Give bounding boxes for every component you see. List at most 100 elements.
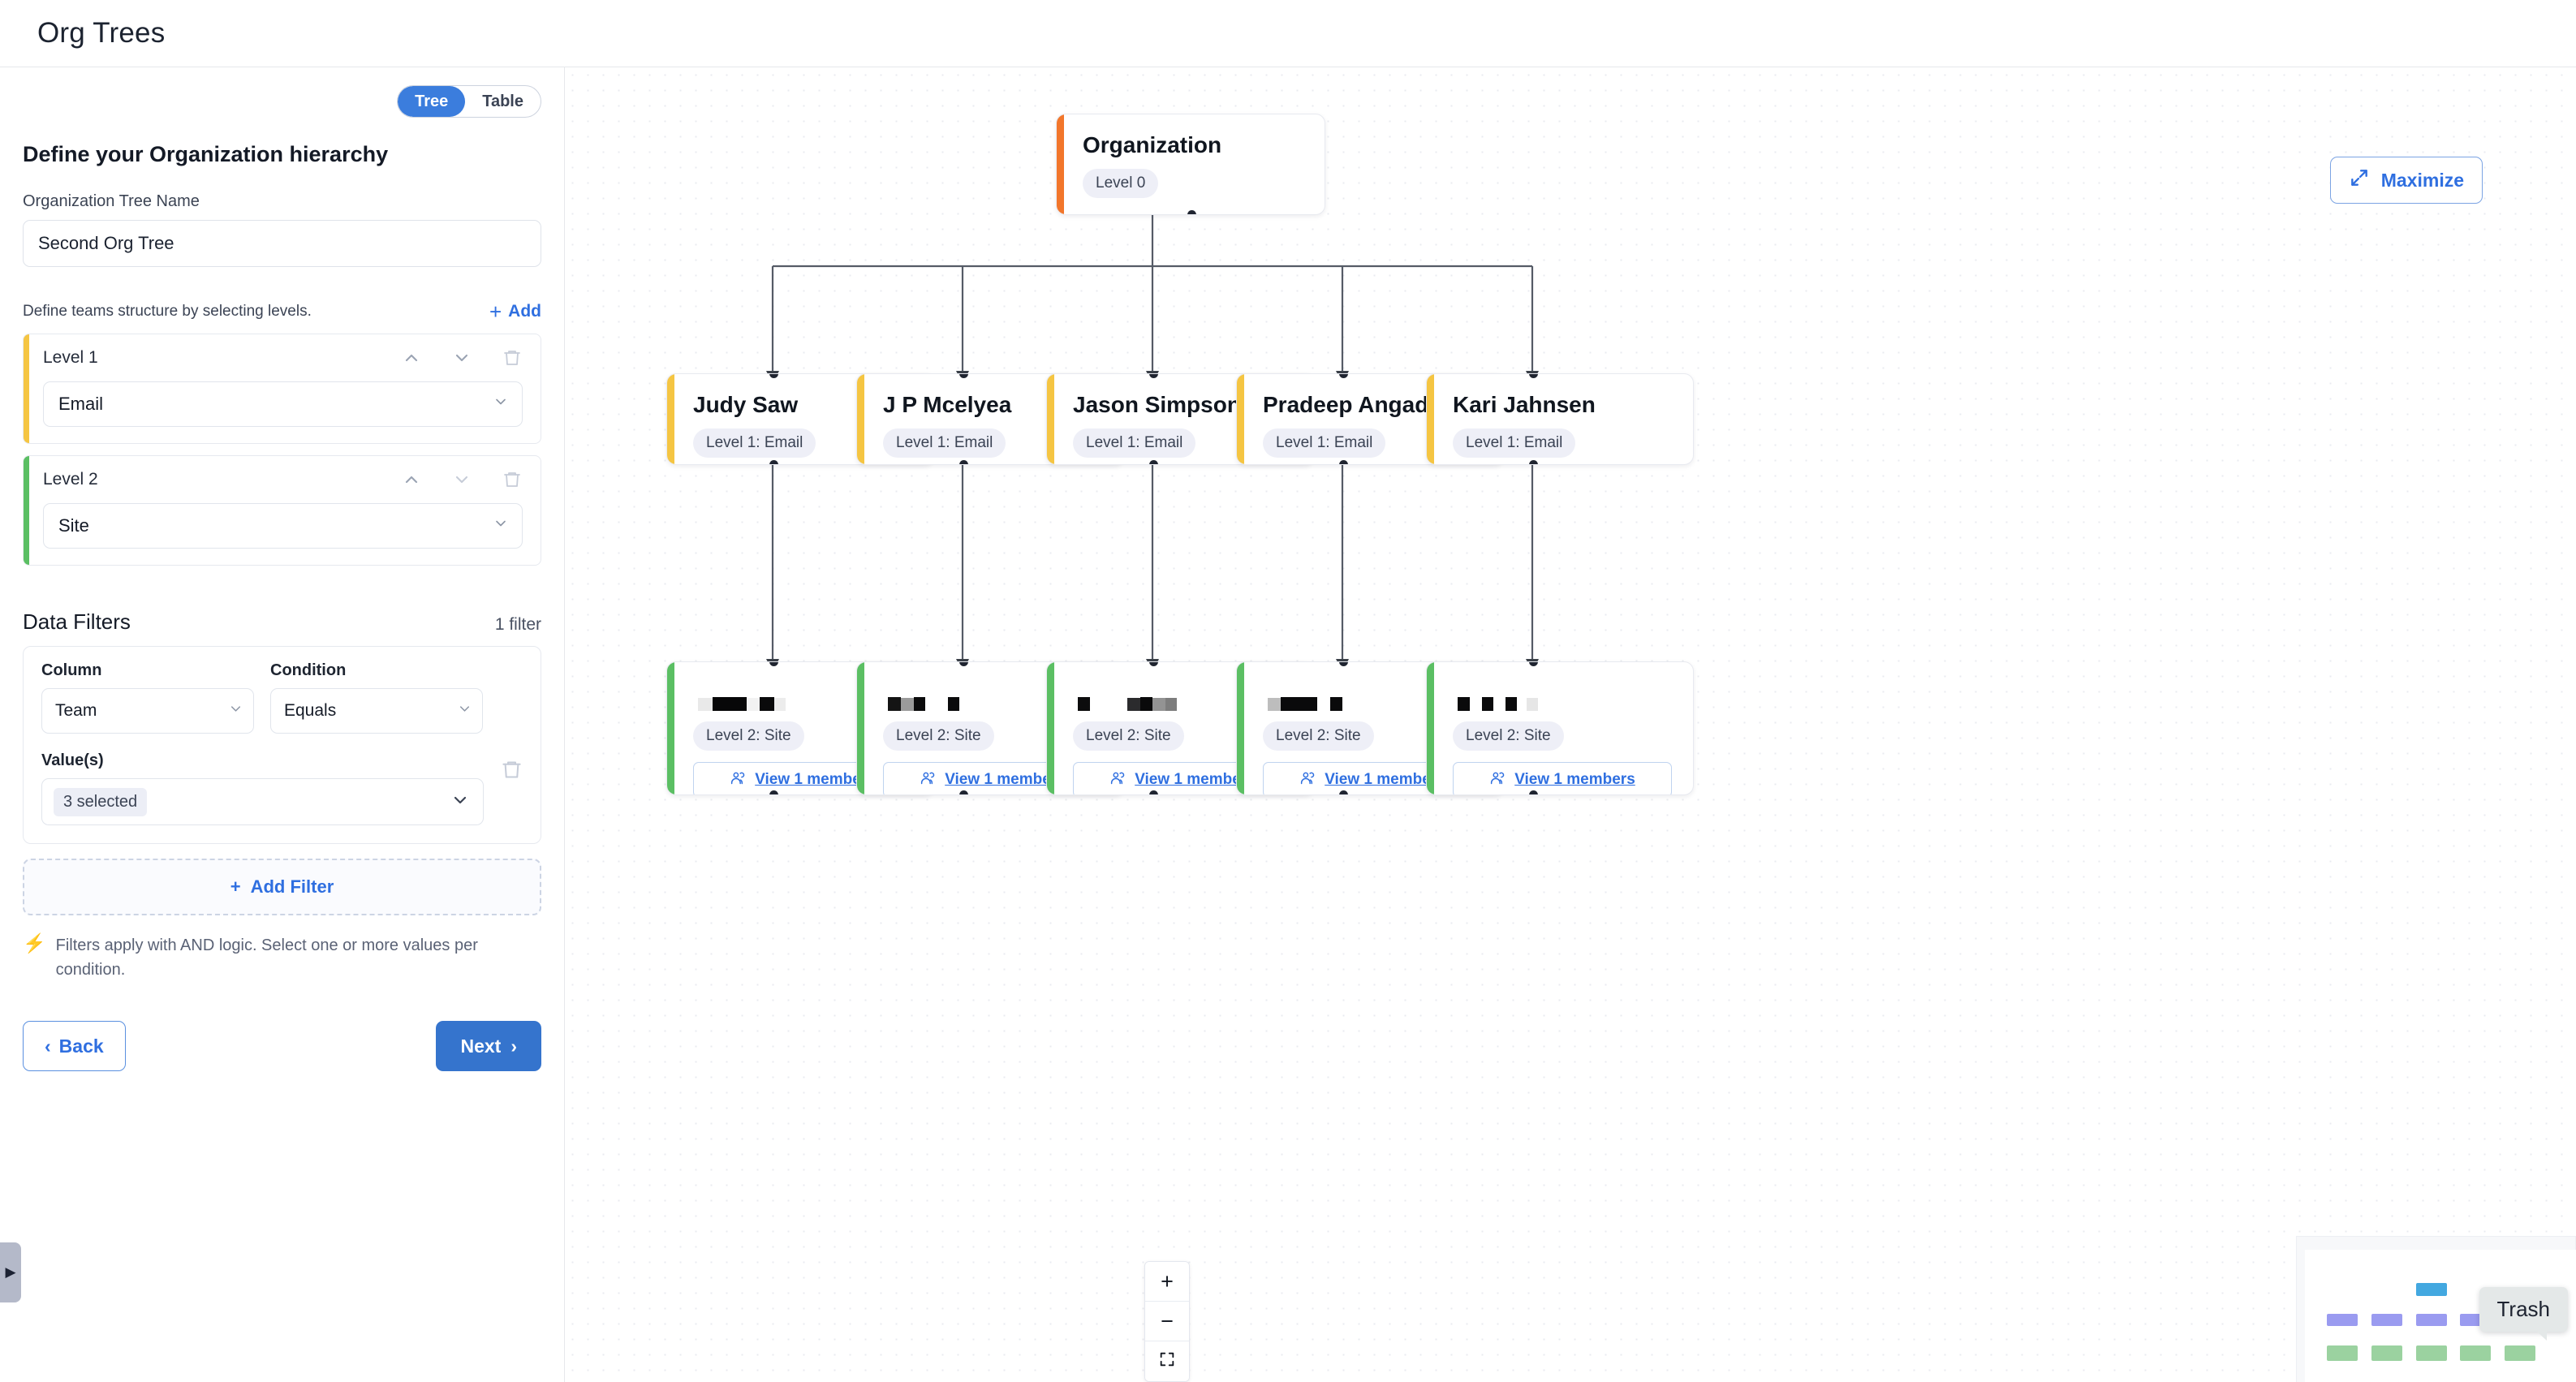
- add-level-button[interactable]: + Add: [489, 301, 541, 322]
- delete-level-icon[interactable]: [502, 347, 523, 368]
- view-toggle-row: Tree Table: [23, 67, 541, 118]
- zoom-out-button[interactable]: −: [1145, 1302, 1189, 1341]
- node-stripe: [1047, 662, 1054, 794]
- plus-icon: +: [230, 876, 241, 897]
- levels-header: Define teams structure by selecting leve…: [23, 301, 541, 322]
- node-port: [1339, 790, 1348, 794]
- tab-table[interactable]: Table: [465, 86, 541, 117]
- level-field-value: Site: [58, 515, 89, 536]
- minimap[interactable]: [2296, 1236, 2576, 1382]
- minimap-level1-node: [2416, 1314, 2447, 1326]
- filter-note: ⚡ Filters apply with AND logic. Select o…: [23, 932, 510, 982]
- maximize-button[interactable]: Maximize: [2329, 157, 2483, 204]
- values-label: Value(s): [41, 751, 104, 769]
- node-stripe: [667, 662, 674, 794]
- node-stripe: [1237, 374, 1244, 464]
- view-members-label: View 1 members: [1135, 771, 1256, 788]
- minimap-level2-node: [2505, 1345, 2535, 1361]
- node-port: [1529, 460, 1538, 464]
- back-label: Back: [58, 1035, 104, 1057]
- node-level-badge: Level 0: [1083, 169, 1159, 198]
- view-toggle[interactable]: Tree Table: [397, 85, 541, 118]
- level-field-select[interactable]: Email: [43, 381, 523, 427]
- sidebar-expand-handle[interactable]: ▶: [0, 1242, 21, 1302]
- node-level-badge: Level 2: Site: [1263, 721, 1374, 751]
- node-port: [1187, 210, 1196, 214]
- data-filters-header: Data Filters 1 filter: [23, 609, 541, 635]
- node-port: [959, 374, 968, 378]
- chevron-down-icon: [493, 515, 509, 536]
- org-node-root[interactable]: Organization Level 0: [1056, 114, 1325, 215]
- level-card[interactable]: Level 1 Email: [23, 334, 541, 444]
- node-title: Judy Saw: [693, 392, 799, 417]
- filter-column-select[interactable]: Team: [41, 688, 254, 734]
- filter-condition-select[interactable]: Equals: [270, 688, 483, 734]
- node-port: [959, 460, 968, 464]
- levels-hint: Define teams structure by selecting leve…: [23, 303, 312, 320]
- node-port: [1149, 790, 1158, 794]
- zoom-controls[interactable]: + −: [1144, 1261, 1190, 1382]
- members-icon: [920, 769, 937, 791]
- add-filter-label: Add Filter: [250, 876, 334, 897]
- view-members-label: View 1 members: [755, 771, 876, 788]
- node-stripe: [1047, 374, 1054, 464]
- page-title: Org Trees: [37, 17, 166, 49]
- node-title: Pradeep Angadi: [1263, 392, 1436, 417]
- config-sidebar: Tree Table Define your Organization hier…: [0, 67, 565, 1382]
- column-label: Column: [41, 661, 102, 679]
- zoom-in-button[interactable]: +: [1145, 1262, 1189, 1302]
- node-stripe: [857, 374, 864, 464]
- org-node-level2[interactable]: Level 2: Site View 1 members: [1426, 661, 1694, 795]
- delete-level-icon[interactable]: [502, 469, 523, 490]
- panel-heading: Define your Organization hierarchy: [23, 142, 389, 166]
- minimap-level2-node: [2371, 1345, 2402, 1361]
- org-node-level1[interactable]: Kari Jahnsen Level 1: Email: [1426, 373, 1694, 465]
- node-port: [1529, 374, 1538, 378]
- back-button[interactable]: ‹ Back: [23, 1021, 126, 1071]
- org-tree-canvas[interactable]: Maximize: [565, 67, 2576, 1382]
- chevron-down-icon: [228, 701, 243, 721]
- delete-filter-icon[interactable]: [501, 759, 523, 783]
- minimap-level2-node: [2460, 1345, 2491, 1361]
- values-chip: 3 selected: [54, 787, 148, 816]
- node-port: [769, 460, 778, 464]
- node-level-badge: Level 1: Email: [1453, 428, 1576, 458]
- next-label: Next: [460, 1035, 502, 1057]
- move-down-icon[interactable]: [451, 347, 472, 368]
- tree-name-input[interactable]: [23, 220, 541, 267]
- node-level-badge: Level 2: Site: [883, 721, 994, 751]
- chevron-down-icon: [457, 701, 472, 721]
- node-port: [1529, 790, 1538, 794]
- move-up-icon[interactable]: [401, 469, 422, 490]
- redacted-node-title: [698, 680, 912, 711]
- trash-tooltip: Trash: [2479, 1287, 2568, 1341]
- level-card[interactable]: Level 2 Site: [23, 455, 541, 566]
- node-level-badge: Level 2: Site: [693, 721, 804, 751]
- node-level-badge: Level 2: Site: [1073, 721, 1184, 751]
- chevron-left-icon: ‹: [45, 1035, 51, 1057]
- redacted-node-title: [1268, 680, 1482, 711]
- node-title: J P Mcelyea: [883, 392, 1012, 417]
- next-button[interactable]: Next ›: [436, 1021, 541, 1071]
- view-members-label: View 1 members: [945, 771, 1066, 788]
- node-stripe: [857, 662, 864, 794]
- level-stripe: [24, 456, 29, 565]
- main-layout: Tree Table Define your Organization hier…: [0, 67, 2576, 1382]
- node-port: [1339, 662, 1348, 666]
- redacted-node-title: [1078, 680, 1292, 711]
- fit-view-button[interactable]: [1145, 1341, 1189, 1381]
- filter-values-select[interactable]: 3 selected: [41, 778, 484, 825]
- filter-row: Column Team Condition Equals: [23, 646, 541, 844]
- move-down-icon[interactable]: [451, 469, 472, 490]
- level-field-select[interactable]: Site: [43, 503, 523, 549]
- tab-tree[interactable]: Tree: [398, 86, 466, 117]
- wizard-nav: ‹ Back Next ›: [23, 1021, 541, 1071]
- add-filter-button[interactable]: + Add Filter: [23, 859, 541, 915]
- node-title: Jason Simpson: [1073, 392, 1241, 417]
- view-members-label: View 1 members: [1514, 771, 1635, 788]
- level-field-value: Email: [58, 394, 104, 414]
- members-icon: [1299, 769, 1316, 791]
- redacted-node-title: [888, 680, 1102, 711]
- move-up-icon[interactable]: [401, 347, 422, 368]
- view-members-button[interactable]: View 1 members: [1453, 762, 1672, 794]
